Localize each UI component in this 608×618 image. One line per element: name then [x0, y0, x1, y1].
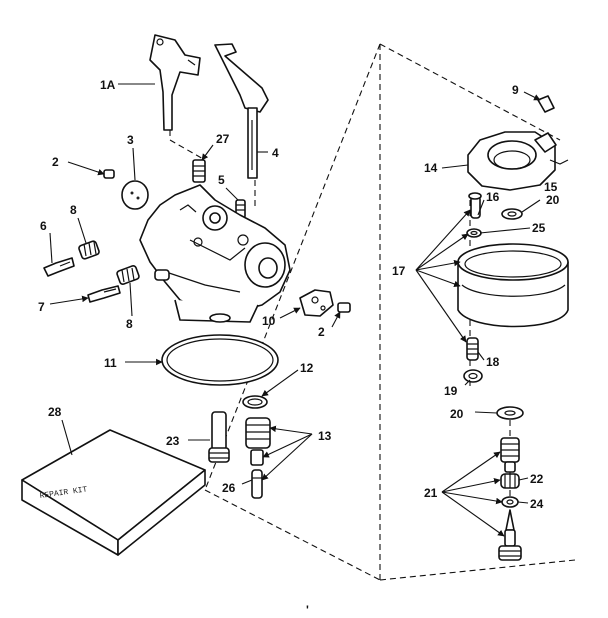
- callout-13: 13: [318, 429, 332, 443]
- callout-labels: 1A 2 3 4 5 6 7 8 8 9 10 2 11 12 13 14 15…: [38, 78, 560, 617]
- carburetor-body: [139, 184, 291, 323]
- callout-23: 23: [166, 434, 180, 448]
- callout-1a: 1A: [100, 78, 116, 92]
- part-21-drain-valve: [500, 437, 520, 473]
- callout-6: 6: [40, 219, 47, 233]
- callout-19: 19: [444, 384, 458, 398]
- callout-15: 15: [544, 180, 558, 194]
- callout-10: 10: [262, 314, 276, 328]
- part-20-washer-upper: [501, 208, 523, 220]
- part-22-spring: [500, 473, 520, 489]
- callout-20-upper: 20: [546, 193, 560, 207]
- callout-16: 16: [486, 190, 500, 204]
- part-9-clip: [537, 95, 555, 113]
- part-2-screw-lower: [337, 302, 351, 313]
- part-20-washer-lower: [496, 406, 524, 420]
- part-27-idle-screw: [192, 159, 206, 183]
- part-8-spring-upper: [78, 240, 100, 260]
- part-16-pin: [468, 192, 482, 219]
- callout-17: 17: [392, 264, 406, 278]
- part-3-throttle-plate: [121, 180, 149, 210]
- part-19-seat: [463, 369, 483, 383]
- callout-8-upper: 8: [70, 203, 77, 217]
- callout-9: 9: [512, 83, 519, 97]
- footer-mark: ': [306, 603, 309, 617]
- part-1a-throttle-lever: [149, 34, 201, 131]
- callout-18: 18: [486, 355, 500, 369]
- callout-14: 14: [424, 161, 438, 175]
- part-7-idle-mixture-needle: [87, 285, 121, 303]
- callout-8-lower: 8: [126, 317, 133, 331]
- part-17-float-bowl: [457, 243, 569, 328]
- part-10-bracket: [299, 289, 334, 317]
- part-6-screw: [43, 257, 75, 277]
- callout-2-upper: 2: [52, 155, 59, 169]
- part-14-float-cover: [467, 131, 557, 191]
- part-21-needle: [498, 509, 522, 561]
- callout-11: 11: [104, 356, 117, 370]
- part-8-spring-lower: [116, 265, 140, 285]
- part-18-spring: [466, 337, 479, 361]
- part-11-gasket: [161, 334, 279, 386]
- callout-28: 28: [48, 405, 62, 419]
- part-13-bowl-nut: [245, 417, 271, 466]
- part-26-jet: [251, 469, 263, 499]
- part-2-screw-upper: [103, 169, 115, 179]
- part-23-nozzle: [208, 411, 230, 463]
- part-25-washer: [466, 228, 482, 238]
- leader-lines: [49, 83, 541, 537]
- callout-5: 5: [218, 173, 225, 187]
- callout-2-lower: 2: [318, 325, 325, 339]
- part-28-repair-kit: REPAIR KIT: [21, 429, 206, 556]
- callout-4: 4: [272, 146, 279, 160]
- callout-26: 26: [222, 481, 236, 495]
- callout-25: 25: [532, 221, 546, 235]
- callout-7: 7: [38, 300, 45, 314]
- part-15-clip: [549, 159, 569, 165]
- callout-3: 3: [127, 133, 134, 147]
- callout-21: 21: [424, 486, 438, 500]
- part-12-o-ring: [242, 395, 268, 409]
- callout-27: 27: [216, 132, 230, 146]
- callout-22: 22: [530, 472, 544, 486]
- callout-24: 24: [530, 497, 544, 511]
- part-24-washer: [501, 496, 519, 508]
- callout-12: 12: [300, 361, 314, 375]
- callout-20-lower: 20: [450, 407, 464, 421]
- part-4-choke-shaft: [214, 43, 269, 179]
